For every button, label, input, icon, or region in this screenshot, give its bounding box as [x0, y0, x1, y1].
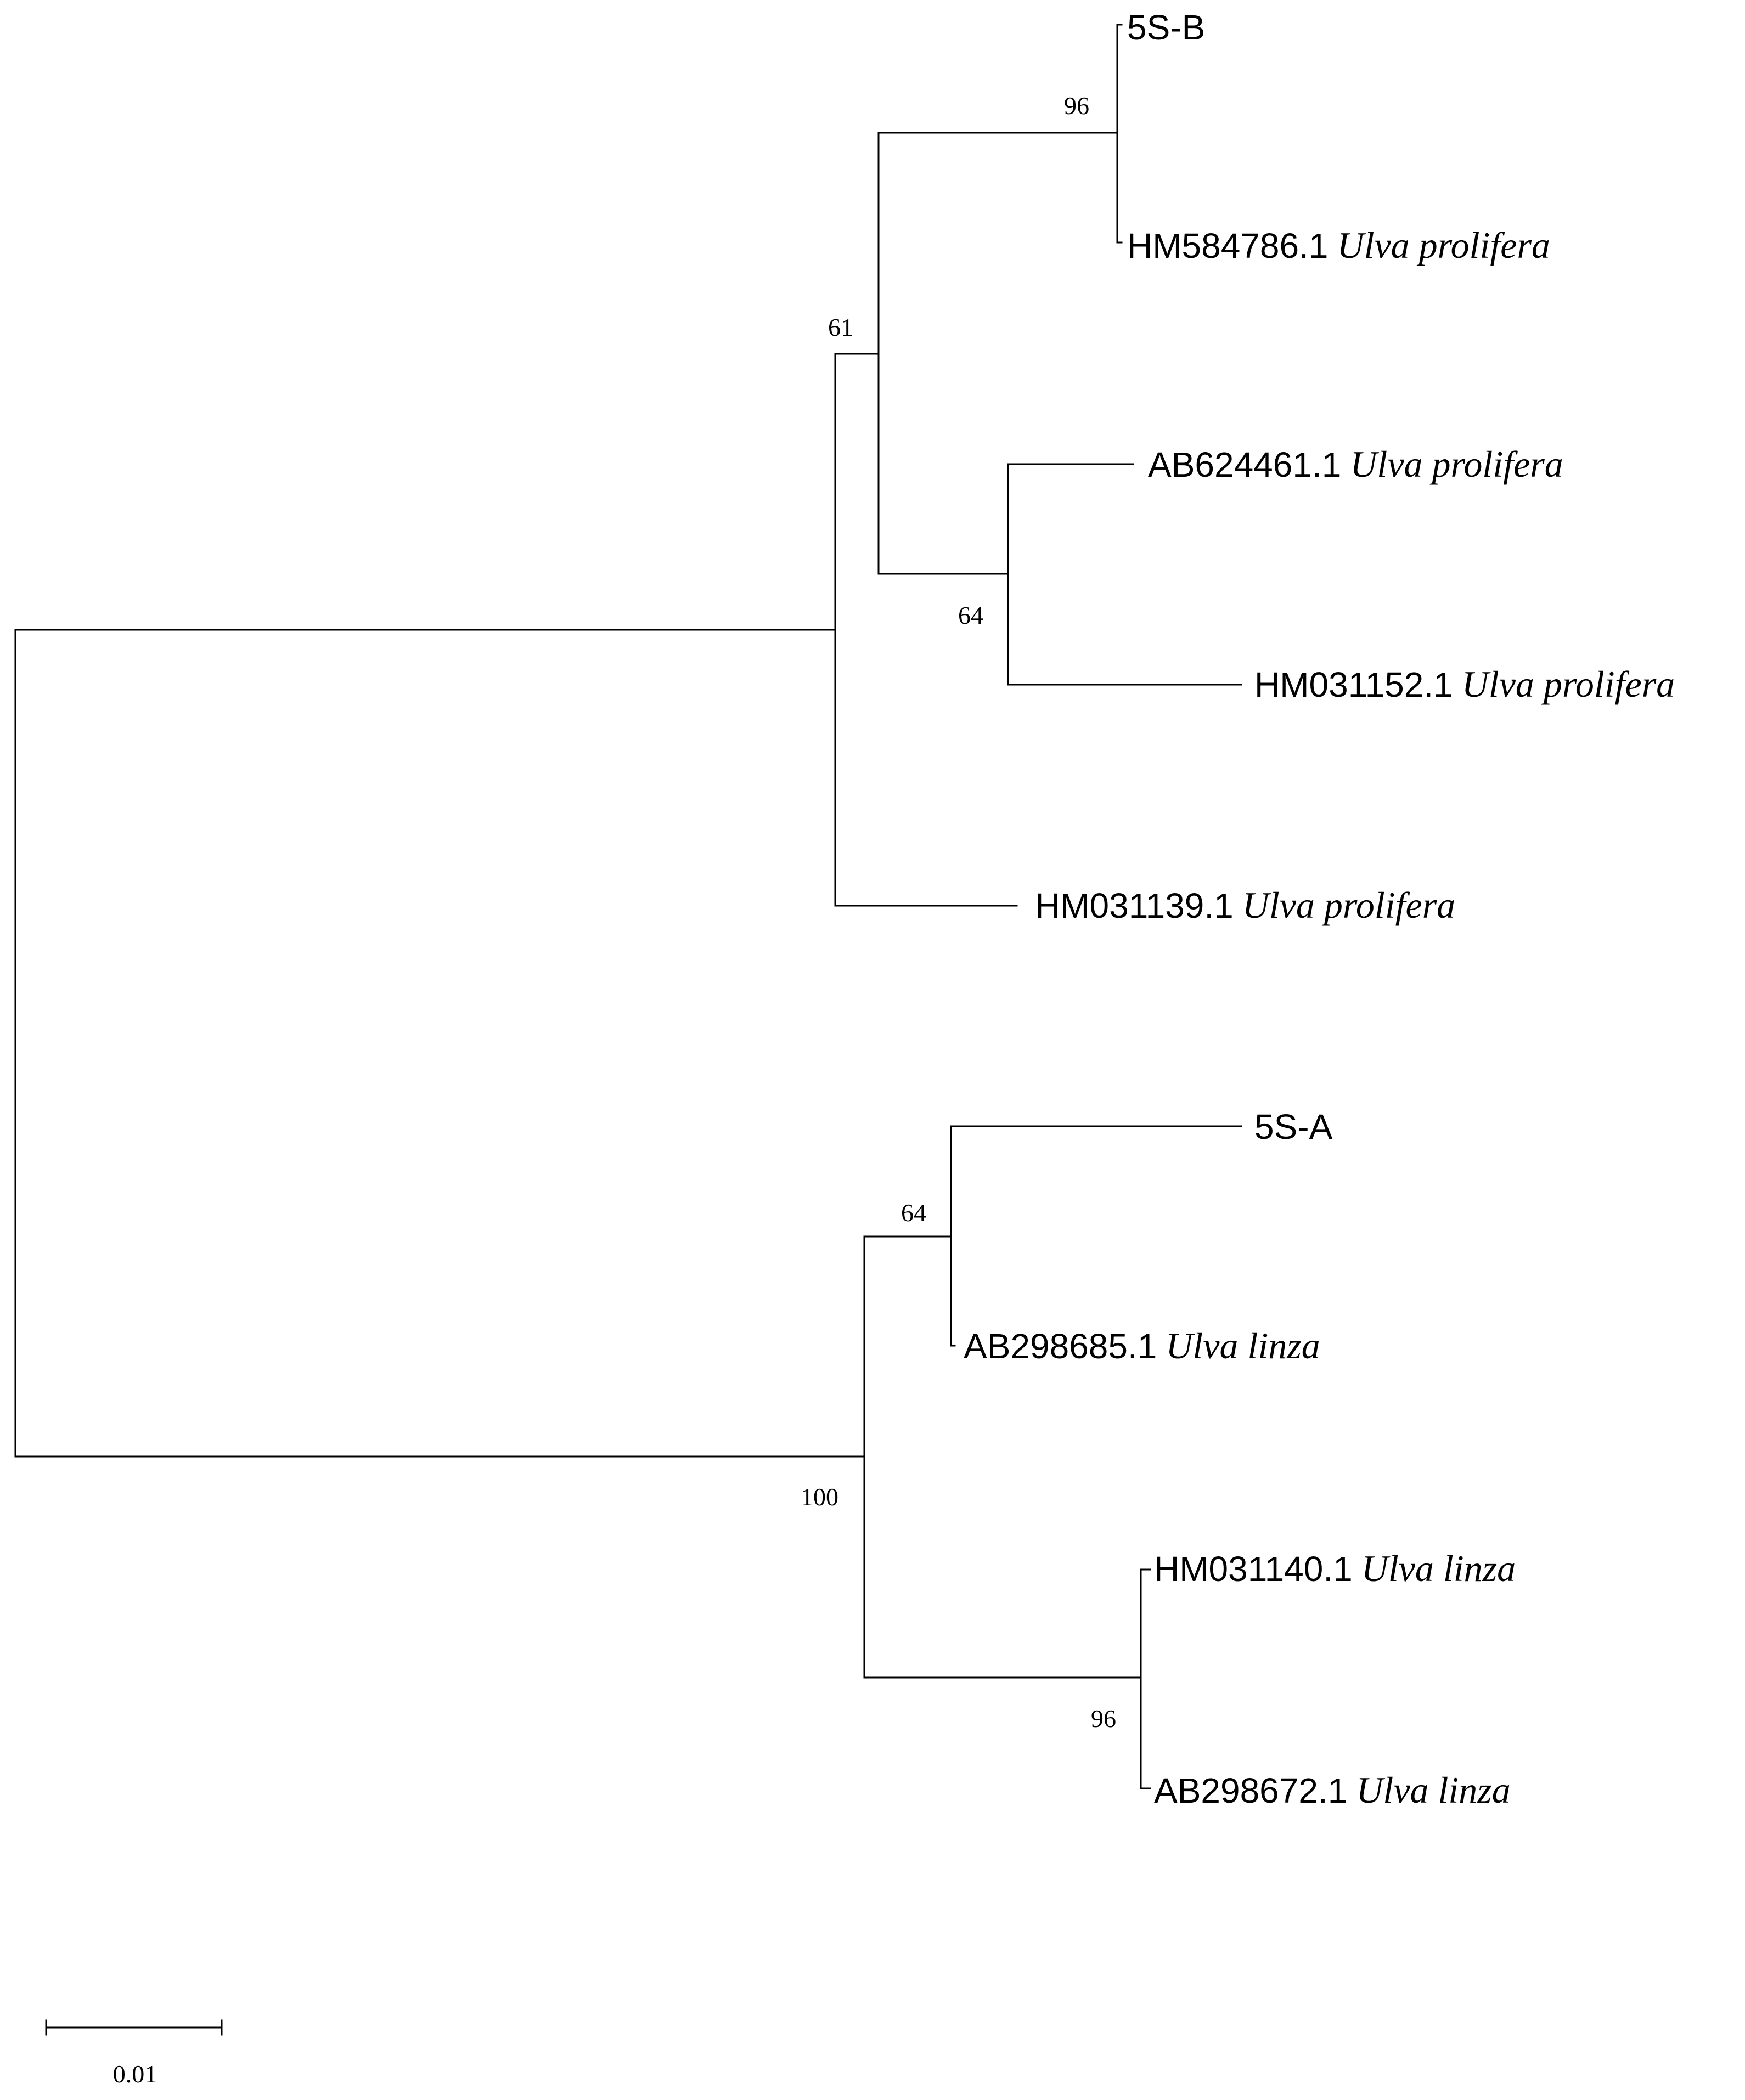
bootstrap-values: 96 61 64 64 100 96: [801, 92, 1116, 1732]
tree-branches: [14, 24, 1242, 1789]
bootstrap-value: 96: [1091, 1704, 1116, 1732]
leaf-label-5s-b: 5S-B: [1127, 8, 1205, 47]
bootstrap-value: 100: [801, 1483, 838, 1511]
scale-bar: 0.01: [45, 2019, 223, 2088]
bootstrap-value: 64: [958, 601, 983, 629]
leaf-label-5s-a: 5S-A: [1254, 1107, 1333, 1147]
bootstrap-value: 64: [901, 1199, 926, 1227]
scale-bar-label: 0.01: [113, 2060, 157, 2088]
bootstrap-value: 96: [1064, 92, 1089, 120]
bootstrap-value: 61: [828, 313, 853, 341]
